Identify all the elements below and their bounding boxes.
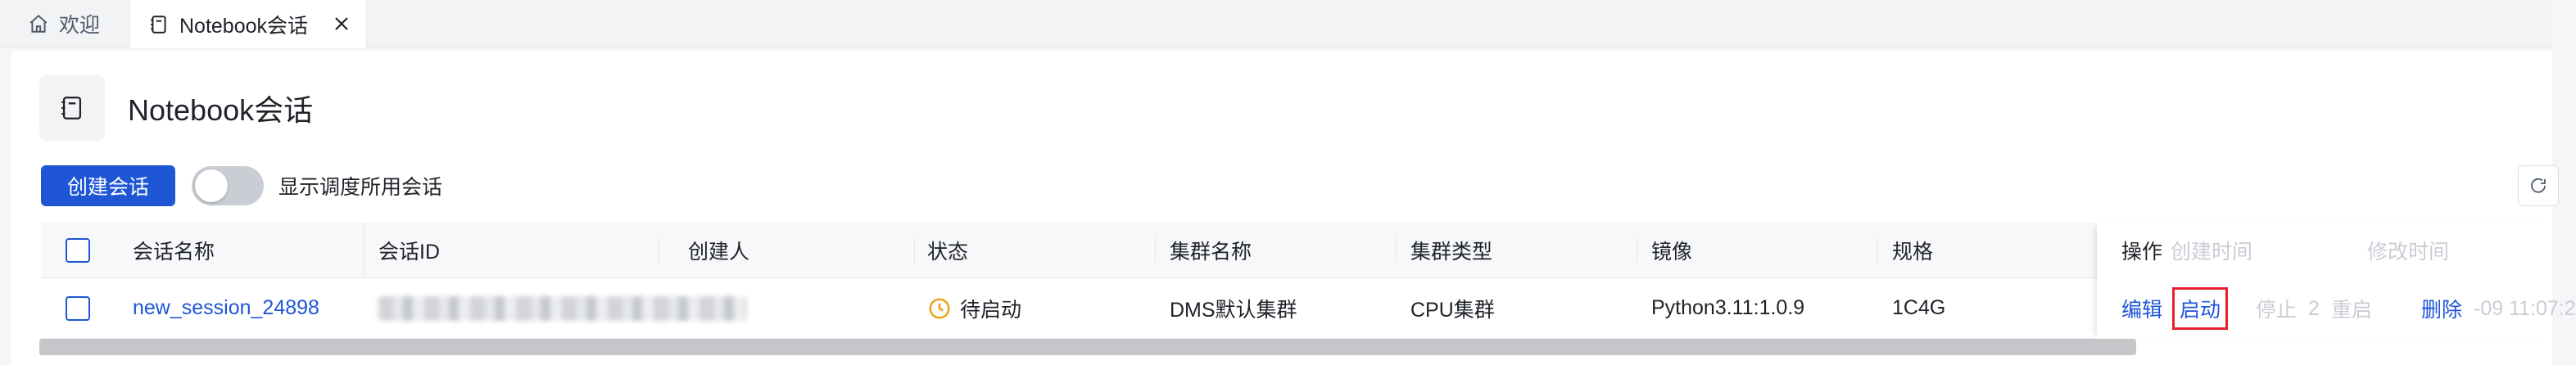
page-header: Notebook会话	[39, 75, 314, 141]
home-icon	[25, 10, 52, 38]
column-divider	[1877, 237, 1878, 264]
start-button-wrapper: 启动	[2172, 278, 2229, 339]
stop-button[interactable]: 停止	[2256, 299, 2298, 322]
session-id-cell	[378, 278, 747, 338]
partial-time-1: 2	[2308, 296, 2320, 320]
column-header-modified-time: 修改时间	[2367, 241, 2450, 264]
column-header-status[interactable]: 状态	[927, 240, 969, 264]
column-header-name[interactable]: 会话名称	[133, 240, 215, 264]
column-divider	[1155, 237, 1156, 264]
status-text: 待启动	[960, 298, 1022, 322]
operations-column: 操作 创建时间 修改时间 编辑 启动 停止 2 重启 删除 -09 11:07:…	[2097, 223, 2576, 339]
spec-cell: 1C4G	[1892, 296, 1946, 319]
tab-welcome-label: 欢迎	[59, 14, 101, 37]
column-header-ops: 操作	[2121, 241, 2163, 264]
horizontal-scrollbar[interactable]	[39, 339, 2136, 355]
restart-button[interactable]: 重启	[2331, 299, 2373, 322]
column-divider	[914, 237, 915, 264]
cluster-type-cell: CPU集群	[1410, 298, 1495, 322]
notebook-icon	[145, 11, 173, 38]
select-all-checkbox[interactable]	[66, 237, 90, 263]
show-scheduled-sessions-label: 显示调度所用会话	[278, 176, 443, 199]
tab-notebook-session-label: Notebook会话	[179, 14, 309, 38]
column-header-image[interactable]: 镜像	[1651, 240, 1693, 264]
notebook-icon	[39, 75, 105, 141]
edit-button[interactable]: 编辑	[2121, 299, 2163, 322]
session-id-redacted	[378, 295, 747, 321]
column-header-spec[interactable]: 规格	[1892, 240, 1934, 264]
tab-welcome[interactable]: 欢迎	[25, 0, 123, 47]
column-header-cluster-name[interactable]: 集群名称	[1170, 240, 1252, 264]
row-select-cell	[66, 278, 90, 338]
column-header-creator[interactable]: 创建人	[688, 240, 750, 264]
select-all-cell	[66, 223, 90, 277]
refresh-icon	[2531, 178, 2546, 193]
column-header-created-time: 创建时间	[2171, 241, 2253, 264]
column-header-id[interactable]: 会话ID	[378, 240, 441, 264]
toolbar: 创建会话 显示调度所用会话	[41, 165, 442, 206]
page-content: Notebook会话 创建会话 显示调度所用会话 会话名称 会话ID 创建人 状…	[11, 51, 2576, 365]
sessions-table: 会话名称 会话ID 创建人 状态 集群名称 集群类型 镜像 规格 new_ses…	[41, 223, 2576, 339]
image-cell: Python3.11:1.0.9	[1651, 296, 1805, 319]
page-title: Notebook会话	[128, 93, 314, 127]
column-divider	[1396, 237, 1397, 264]
close-icon[interactable]	[328, 11, 355, 37]
tab-notebook-session[interactable]: Notebook会话	[129, 0, 367, 48]
partial-time-2: -09 11:07:2	[2474, 296, 2576, 320]
tab-bar: 欢迎 Notebook会话	[0, 0, 2552, 48]
show-scheduled-sessions-toggle[interactable]	[192, 166, 265, 205]
cluster-name-cell: DMS默认集群	[1170, 298, 1297, 322]
clock-icon	[929, 298, 950, 318]
create-session-button[interactable]: 创建会话	[41, 165, 176, 206]
session-name-link[interactable]: new_session_24898	[133, 296, 319, 319]
start-button[interactable]: 启动	[2172, 287, 2229, 330]
refresh-button[interactable]	[2518, 165, 2559, 206]
column-header-cluster-type[interactable]: 集群类型	[1410, 240, 1493, 264]
row-checkbox[interactable]	[66, 295, 90, 321]
status-cell: 待启动	[927, 278, 1021, 338]
delete-button[interactable]: 删除	[2421, 299, 2463, 322]
toggle-knob	[195, 169, 229, 202]
